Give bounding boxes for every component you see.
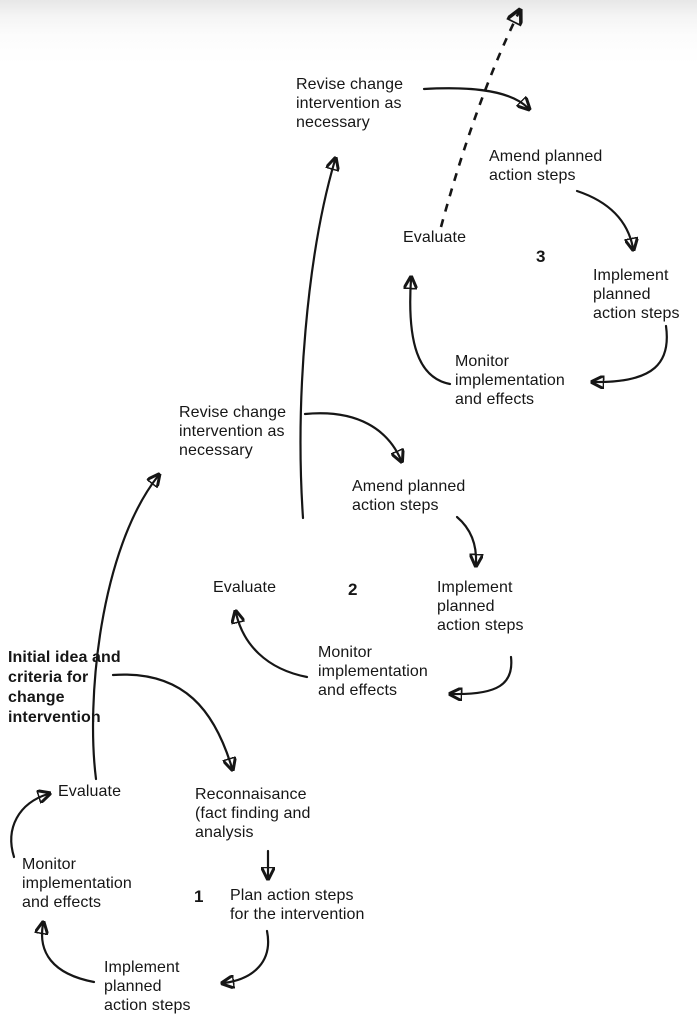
c2-revise-to-c3-revise-arrow xyxy=(299,160,335,520)
initial-idea-to-reconnaissance-arrow xyxy=(111,673,232,768)
c1-evaluate-to-c2-revise-arrow xyxy=(91,476,158,781)
c3-implement-label: Implement planned action steps xyxy=(593,267,680,322)
c1-monitor-to-evaluate-arrow xyxy=(10,794,48,859)
c1-implement-to-monitor-arrow xyxy=(42,924,96,984)
c1-reconnaissance-label: Reconnaisance (fact finding and analysis xyxy=(195,786,311,841)
c3-cycle-number: 3 xyxy=(536,247,546,266)
c3-implement-to-monitor-arrow xyxy=(594,324,668,382)
c1-plan-label: Plan action steps for the intervention xyxy=(230,887,365,923)
c2-implement-to-monitor-arrow xyxy=(452,655,513,694)
c2-cycle-number: 2 xyxy=(348,580,358,599)
c2-monitor-to-evaluate-arrow xyxy=(236,613,309,679)
c1-cycle-number: 1 xyxy=(194,887,204,906)
c1-implement-label: Implement planned action steps xyxy=(104,959,191,1014)
c1-evaluate-label: Evaluate xyxy=(58,783,122,800)
c2-revise-label: Revise change intervention as necessary xyxy=(179,404,287,459)
c2-implement-label: Implement planned action steps xyxy=(437,579,524,634)
c2-amend-to-implement-arrow xyxy=(455,515,476,564)
c3-amend-label: Amend planned action steps xyxy=(489,148,603,184)
c2-amend-label: Amend planned action steps xyxy=(352,478,466,514)
c3-revise-label: Revise change intervention as necessary xyxy=(296,76,404,131)
c3-revise-to-amend-arrow xyxy=(422,87,528,108)
c3-monitor-to-evaluate-arrow xyxy=(410,279,452,386)
c2-monitor-label: Monitor implementation and effects xyxy=(318,644,428,699)
c3-evaluate-to-next-cycle-dashed-arrow xyxy=(439,12,519,228)
c1-plan-to-implement-arrow xyxy=(224,929,270,983)
c3-amend-to-implement-arrow xyxy=(575,189,633,248)
c2-evaluate-label: Evaluate xyxy=(213,579,277,596)
c2-revise-to-amend-arrow xyxy=(303,412,401,460)
c1-monitor-label: Monitor implementation and effects xyxy=(22,856,132,911)
c3-evaluate-label: Evaluate xyxy=(403,229,467,246)
c3-monitor-label: Monitor implementation and effects xyxy=(455,353,565,408)
initial-idea-label: Initial idea and criteria for change int… xyxy=(8,649,121,726)
